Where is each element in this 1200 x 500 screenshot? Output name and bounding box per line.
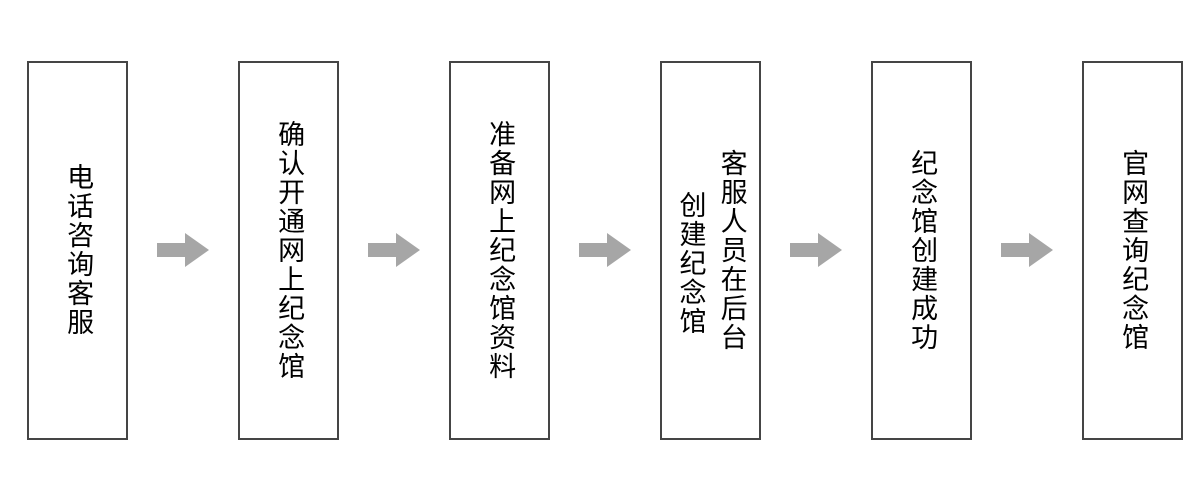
right-arrow-icon (1001, 233, 1053, 267)
arrow-node1-to-node2 (128, 228, 238, 272)
node-query-memorial-on-official-site[interactable]: 官网查询纪念馆 (1082, 60, 1183, 440)
arrow-node3-to-node4 (550, 228, 660, 272)
node-prepare-memorial-materials[interactable]: 准备网上纪念馆资料 (449, 60, 550, 440)
right-arrow-icon (368, 233, 420, 267)
node-label: 确认开通网上纪念馆 (273, 119, 305, 381)
arrow-node2-to-node3 (339, 228, 449, 272)
node-label: 创建纪念馆 (674, 190, 706, 336)
right-arrow-icon (790, 233, 842, 267)
node-label: 官网查询纪念馆 (1117, 148, 1149, 352)
node-label: 客服人员在后台 (715, 148, 747, 352)
node-memorial-created-successfully[interactable]: 纪念馆创建成功 (871, 60, 972, 440)
right-arrow-icon (579, 233, 631, 267)
node-label: 电话咨询客服 (62, 163, 94, 337)
arrow-node5-to-node6 (972, 228, 1082, 272)
node-label: 纪念馆创建成功 (906, 148, 938, 352)
node-label: 准备网上纪念馆资料 (484, 119, 516, 381)
right-arrow-icon (157, 233, 209, 267)
node-phone-consult-support[interactable]: 电话咨询客服 (27, 60, 128, 440)
arrow-node4-to-node5 (761, 228, 871, 272)
node-confirm-open-online-memorial[interactable]: 确认开通网上纪念馆 (238, 60, 339, 440)
node-staff-create-memorial-backend[interactable]: 客服人员在后台创建纪念馆 (660, 60, 761, 440)
